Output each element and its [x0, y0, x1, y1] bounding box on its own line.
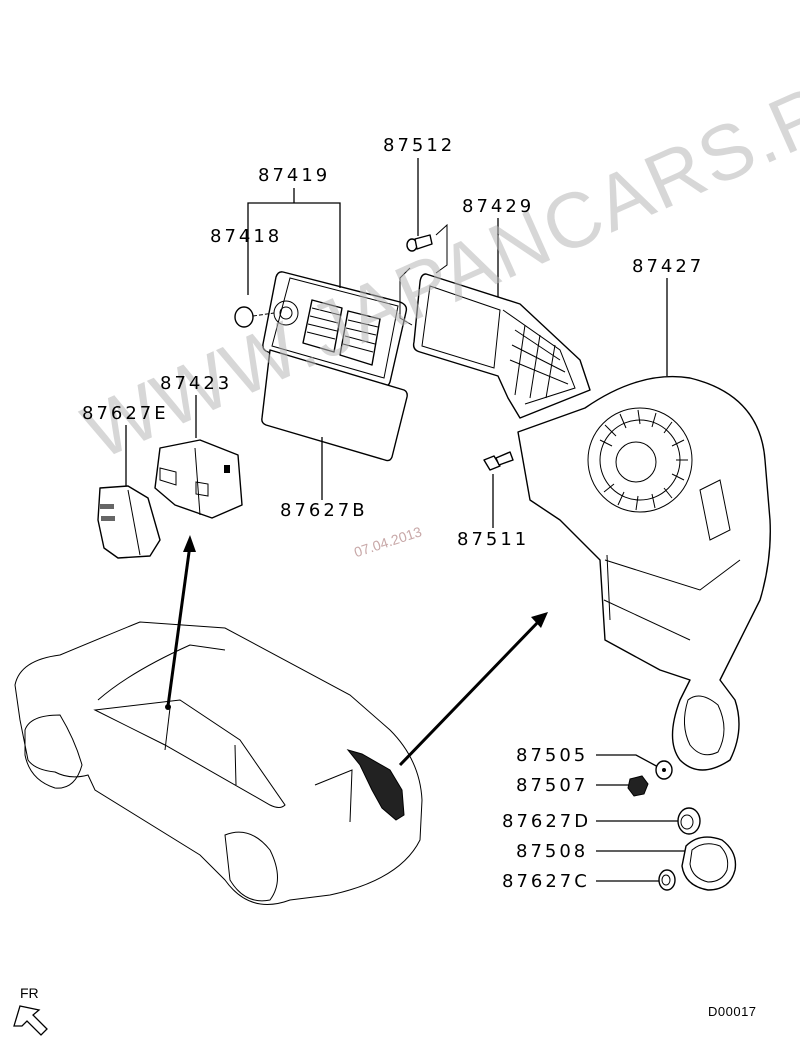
location-arrow-switch: [165, 535, 196, 710]
drain-seal-part[interactable]: [681, 836, 737, 891]
grommet-c-part[interactable]: [658, 869, 676, 891]
front-direction-label: FR: [20, 985, 39, 1001]
label-87627e[interactable]: 87627E: [82, 403, 169, 424]
nut-part[interactable]: [627, 775, 649, 797]
front-direction-icon: [13, 1005, 48, 1036]
label-87508[interactable]: 87508: [516, 841, 589, 862]
label-87418[interactable]: 87418: [210, 226, 283, 247]
bolt-part[interactable]: [483, 451, 514, 471]
diagram-code: D00017: [708, 1004, 757, 1019]
label-87423[interactable]: 87423: [160, 373, 233, 394]
label-87627d[interactable]: 87627D: [502, 811, 592, 832]
air-duct-part[interactable]: [399, 267, 591, 419]
label-87419[interactable]: 87419: [258, 165, 331, 186]
label-87427[interactable]: 87427: [632, 256, 705, 277]
blower-switch-part[interactable]: [154, 439, 243, 519]
vent-knob-part[interactable]: [234, 306, 275, 328]
label-87512[interactable]: 87512: [383, 135, 456, 156]
vent-register-part[interactable]: [262, 271, 408, 388]
label-87627b[interactable]: 87627B: [280, 500, 368, 521]
vehicle-outline: [14, 621, 423, 905]
location-arrow-blower: [346, 612, 548, 821]
label-87429[interactable]: 87429: [462, 196, 535, 217]
label-87505[interactable]: 87505: [516, 745, 589, 766]
label-87627c[interactable]: 87627C: [502, 871, 590, 892]
screw-part[interactable]: [406, 223, 448, 274]
label-87507[interactable]: 87507: [516, 775, 589, 796]
label-87511[interactable]: 87511: [457, 529, 530, 550]
grommet-d-part[interactable]: [677, 807, 701, 835]
switch-panel-part[interactable]: [97, 485, 161, 559]
washer-part[interactable]: [655, 760, 673, 780]
cover-panel-part[interactable]: [261, 349, 408, 462]
leader-lines: [125, 158, 688, 882]
blower-unit-part[interactable]: [517, 375, 771, 771]
